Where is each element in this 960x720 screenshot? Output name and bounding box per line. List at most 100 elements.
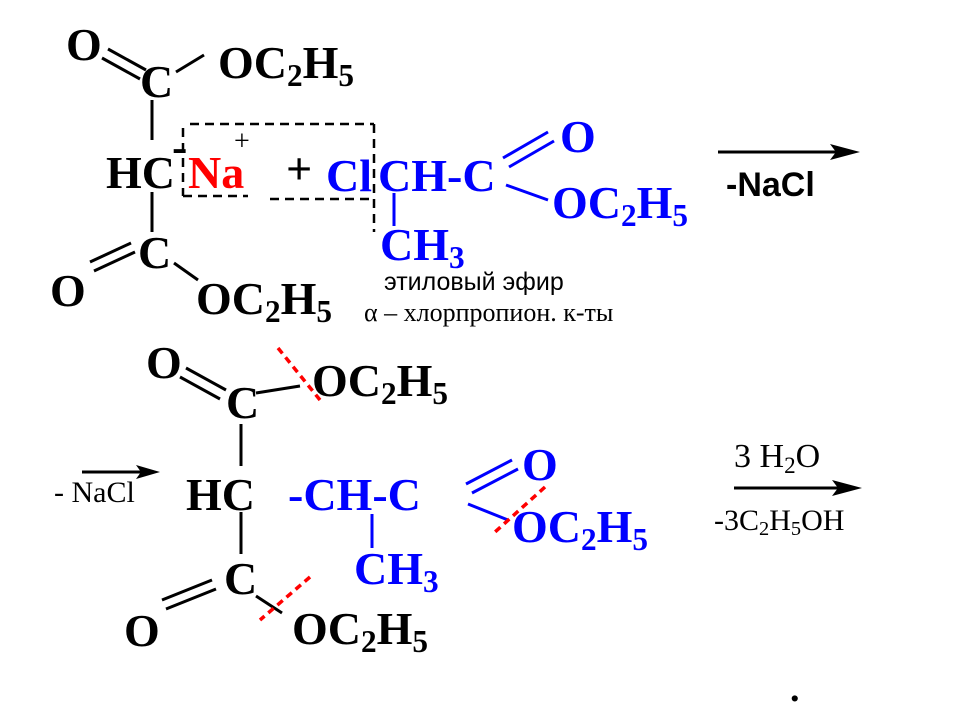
r1-bottom-ester-h: H [280, 273, 317, 324]
r1-top-c-ester-bond [175, 53, 205, 74]
r1-dashed-box [181, 122, 376, 232]
r2-methyl-group: CH3 [354, 543, 439, 597]
r2-top-carbon: C [226, 377, 260, 428]
r1-sodium-cation: Na [188, 147, 245, 198]
r1-alpha-symbol: α [364, 298, 378, 327]
r1-hc-group: HC [106, 147, 175, 198]
r2-left-minus: - [54, 476, 72, 509]
r1-sodium-charge: + [234, 126, 250, 157]
r1-chlorine: Cl [326, 150, 372, 201]
r2-acid-ester-sub-2: 2 [581, 521, 597, 557]
r1-methyl-group: CH3 [380, 219, 465, 273]
r2-bottom-ester-group: OC2H5 [292, 603, 428, 657]
r1-acid-ester-bond [505, 183, 549, 202]
r2-blue-bonds [370, 458, 519, 548]
r2-top-double-bond-b [179, 375, 221, 401]
r2-acid-ester-bond [467, 502, 509, 522]
r2-arrow [734, 480, 862, 496]
r1-bottom-ester-sub-2: 2 [265, 293, 281, 329]
r2-acid-ester-group: OC2H5 [512, 501, 648, 555]
r2-left-nacl-label: - NaCl [54, 478, 135, 508]
r1-bottom-carbonyl-oxygen: O [50, 265, 86, 316]
r2-top-ester-oc: OC [312, 355, 381, 406]
r1-bottom-c-ester-bond [173, 261, 199, 282]
r1-black-bonds [89, 47, 205, 282]
r1-top-carbonyl-oxygen: O [66, 19, 102, 70]
r2-bottom-carbon: C [224, 553, 258, 604]
r1-methyl-sub-3: 3 [449, 239, 465, 275]
r2-acid-double-bond-a [465, 458, 513, 486]
r2-methyl-sub-3: 3 [423, 563, 439, 599]
r1-acid-carbonyl-oxygen: O [560, 111, 596, 162]
r2-acid-carbonyl-oxygen: O [522, 439, 558, 490]
r1-bottom-double-bond-a [89, 241, 132, 264]
r1-top-double-bond-a [107, 47, 147, 72]
r1-acid-ester-sub-2: 2 [621, 197, 637, 233]
r2-left-arrow [82, 465, 160, 479]
r1-top-double-bond-b [101, 56, 141, 81]
r2-arrow-bottom-product: -3C2H5OH [714, 504, 845, 540]
r1-reagent-name-rest: – хлорпропион. к-ты [377, 298, 614, 327]
r2-left-cl: Cl [106, 476, 135, 509]
r2-bottom-ester-oc: OC [292, 603, 361, 654]
r2-top-carbonyl-oxygen: O [146, 337, 182, 388]
r2-ethanol-oh: OH [801, 504, 845, 537]
r2-ethanol-c: C [739, 504, 760, 537]
r1-plus-sign: + [286, 143, 313, 194]
r2-arrow-top-reagent: 3 H2O [734, 438, 821, 478]
r2-bottom-cleavage-mark [258, 575, 312, 622]
r2-bottom-double-bond-b [165, 587, 217, 611]
r2-bottom-carbonyl-oxygen: O [124, 605, 160, 656]
r2-trailing-dot: . [790, 668, 800, 710]
r1-blue-bonds [392, 130, 555, 226]
r2-water-sub-2: 2 [784, 452, 796, 479]
r2-bottom-ester-sub-5: 5 [412, 623, 429, 659]
r1-arrow-head [830, 144, 860, 160]
r2-bottom-ester-sub-2: 2 [361, 623, 377, 659]
r1-top-ester-h: H [302, 37, 339, 88]
r2-left-na: Na [71, 476, 107, 509]
r2-left-arrow-head [136, 465, 160, 479]
r2-bottom-double-bond-a [161, 578, 213, 602]
r1-bottom-carbon: C [138, 227, 172, 278]
r2-top-ester-sub-5: 5 [432, 375, 449, 411]
r2-top-double-bond-a [185, 366, 227, 392]
r2-ethanol-h: H [769, 504, 791, 537]
r1-acid-ester-h: H [636, 177, 673, 228]
r2-ethanol-sub-2: 2 [759, 518, 770, 541]
r1-acid-ester-sub-5: 5 [672, 197, 689, 233]
r1-bottom-ester-sub-5: 5 [316, 293, 333, 329]
r2-methyl-ch: CH [354, 543, 423, 594]
r1-acid-ester-oc: OC [552, 177, 621, 228]
r1-carbanion-minus: - [172, 121, 188, 172]
r1-arrow-label: -NaCl [726, 166, 815, 204]
r1-acid-double-bond-b [508, 139, 555, 169]
r1-top-ester-sub-2: 2 [287, 57, 303, 93]
r1-bottom-double-bond-b [93, 250, 136, 273]
r2-ethanol-coef: -3 [714, 504, 739, 537]
r1-acid-double-bond-a [502, 130, 549, 160]
r2-water-o: O [795, 438, 821, 475]
r2-water-coef: 3 [734, 438, 751, 475]
r2-top-c-ester-bond [255, 384, 301, 395]
r1-ch-c-chain: CH-C [378, 150, 496, 201]
r2-acid-ester-oc: OC [512, 501, 581, 552]
r1-top-carbon: C [140, 56, 174, 107]
r2-top-ester-sub-2: 2 [381, 375, 397, 411]
r1-bottom-ester-group: OC2H5 [196, 273, 332, 327]
r1-methyl-ch: CH [380, 219, 449, 270]
r2-acid-double-bond-b [471, 467, 519, 495]
r2-arrow-head [832, 480, 862, 496]
r2-cleavage-marks [258, 346, 547, 622]
r2-bottom-ester-h: H [376, 603, 413, 654]
r1-reagent-name-line2: α – хлорпропион. к-ты [364, 300, 613, 326]
r2-acid-ester-h: H [596, 501, 633, 552]
r1-top-ester-group: OC2H5 [218, 37, 354, 91]
r1-acid-ester-group: OC2H5 [552, 177, 688, 231]
r1-arrow [718, 144, 860, 160]
r2-water-h: H [759, 438, 785, 475]
r2-bottom-c-ester-bond [255, 594, 283, 615]
r1-reagent-name-line1: этиловый эфир [384, 268, 564, 296]
r2-black-bonds [161, 366, 301, 615]
